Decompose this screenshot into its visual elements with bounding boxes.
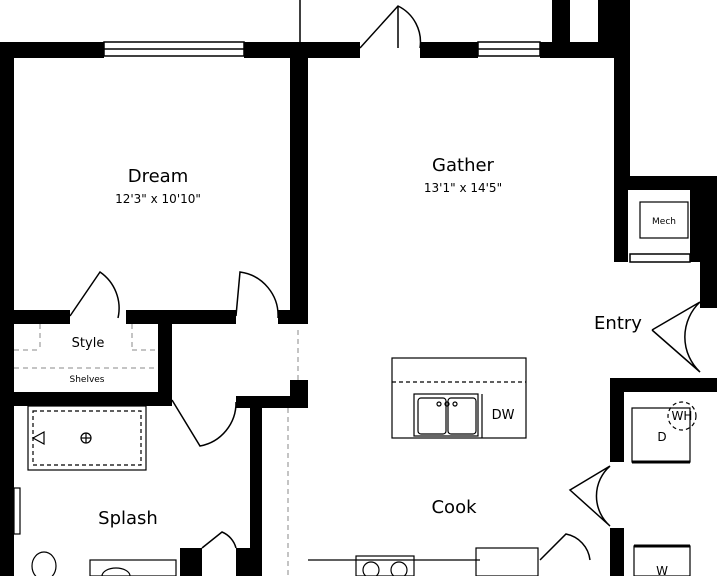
- bath-fixtures: [13, 405, 177, 576]
- room-label-style: Style: [71, 336, 105, 351]
- dashed-lines: [14, 324, 299, 576]
- doors: [69, 0, 701, 561]
- windows: [103, 41, 691, 263]
- fixture-label-dishwasher: DW: [491, 408, 515, 423]
- fixture-label-washer: W: [656, 564, 668, 578]
- fixture-label-mech: Mech: [652, 217, 676, 227]
- room-dims-gather: 13'1" x 14'5": [423, 181, 503, 195]
- fixture-label-water-heater: WH: [671, 409, 693, 423]
- fixture-label-shelves: Shelves: [69, 375, 105, 385]
- room-label-cook: Cook: [431, 497, 477, 518]
- mech-box: [639, 201, 689, 239]
- room-label-entry: Entry: [594, 313, 642, 334]
- kitchen: [308, 357, 539, 576]
- laundry: [631, 401, 697, 576]
- room-label-gather: Gather: [432, 155, 494, 176]
- fixture-label-dryer: D: [657, 430, 667, 444]
- room-dims-dream: 12'3" x 10'10": [115, 192, 201, 206]
- room-label-dream: Dream: [127, 166, 189, 187]
- room-label-splash: Splash: [98, 508, 158, 529]
